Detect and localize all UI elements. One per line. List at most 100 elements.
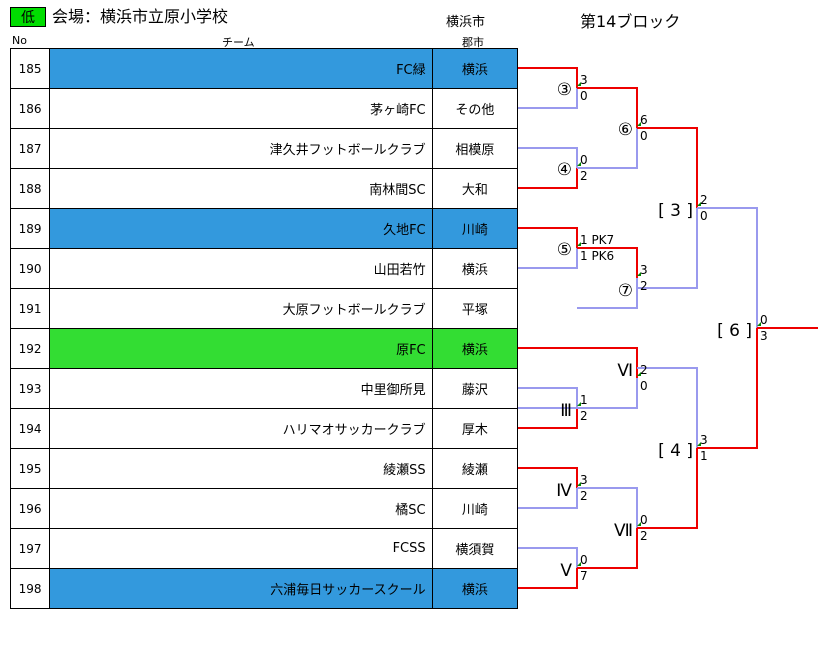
team-city: 厚木 (431, 408, 519, 449)
team-no: 194 (9, 408, 51, 449)
team-city: 平塚 (431, 288, 519, 329)
match-score-top: 1 PK7 (580, 233, 614, 247)
team-name: 南林間SC (49, 168, 433, 209)
team-city: 横浜 (431, 568, 519, 609)
match-label: [ 4 ] (658, 441, 693, 461)
team-name: 中里御所見 (49, 368, 433, 409)
match-score-top: 6 (640, 113, 648, 127)
bracket-line (577, 487, 638, 528)
team-city: 横浜 (431, 328, 519, 369)
match-score-bottom: 2 (580, 169, 588, 183)
bracket-line (637, 127, 698, 208)
score-marker (637, 522, 641, 526)
bracket-line (518, 378, 638, 409)
team-no: 190 (9, 248, 51, 289)
bracket-line (697, 328, 758, 449)
match-score-top: 3 (580, 73, 588, 87)
team-name: 橘SC (49, 488, 433, 529)
match-score-bottom: 2 (580, 409, 588, 423)
match-score-top: 0 (580, 553, 588, 567)
match-score-bottom: 2 (580, 489, 588, 503)
match-score-top: 0 (760, 313, 768, 327)
team-name: 原FC (49, 328, 433, 369)
score-marker (697, 202, 701, 206)
match-score-bottom: 2 (640, 279, 648, 293)
bracket-line (518, 248, 578, 269)
score-marker (577, 242, 581, 246)
score-marker (577, 482, 581, 486)
match-label: Ⅲ (560, 401, 572, 421)
score-marker (757, 322, 761, 326)
team-no: 185 (9, 48, 51, 89)
match-score-top: 0 (580, 153, 588, 167)
match-label: Ⅴ (560, 561, 572, 581)
match-label: ③ (557, 80, 572, 100)
score-marker (577, 562, 581, 566)
match-score-top: 3 (700, 433, 708, 447)
team-city: 横浜 (431, 248, 519, 289)
score-marker (577, 82, 581, 86)
team-no: 198 (9, 568, 51, 609)
team-no: 187 (9, 128, 51, 169)
team-name: 久地FC (49, 208, 433, 249)
bracket-line (637, 367, 698, 448)
team-city: 綾瀬 (431, 448, 519, 489)
bracket-line (518, 488, 578, 509)
team-name: 津久井フットボールクラブ (49, 128, 433, 169)
match-label: ⑥ (618, 120, 633, 140)
bracket-line (697, 207, 758, 328)
match-score-bottom: 0 (580, 89, 588, 103)
match-score-bottom: 2 (640, 529, 648, 543)
score-marker (637, 272, 641, 276)
match-score-top: 3 (580, 473, 588, 487)
match-score-bottom: 0 (640, 379, 648, 393)
score-marker (577, 402, 581, 406)
team-city: 横須賀 (431, 528, 519, 569)
team-no: 188 (9, 168, 51, 209)
match-score-bottom: 7 (580, 569, 588, 583)
match-score-bottom: 1 PK6 (580, 249, 614, 263)
team-no: 191 (9, 288, 51, 329)
match-label: [ 6 ] (717, 321, 752, 341)
bracket-line (637, 208, 698, 289)
match-score-top: 0 (640, 513, 648, 527)
team-no: 186 (9, 88, 51, 129)
match-score-bottom: 0 (640, 129, 648, 143)
match-label: ⑦ (618, 281, 633, 301)
match-score-top: 3 (640, 263, 648, 277)
bracket-line (518, 147, 578, 168)
match-score-bottom: 3 (760, 329, 768, 343)
match-label: [ 3 ] (658, 201, 693, 221)
match-score-top: 2 (700, 193, 708, 207)
team-city: 相模原 (431, 128, 519, 169)
match-label: ⑤ (557, 240, 572, 260)
team-name: 六浦毎日サッカースクール (49, 568, 433, 609)
block-title: 第14ブロック (580, 12, 681, 31)
column-header-city: 郡市 (462, 36, 484, 49)
bracket-line (518, 467, 578, 488)
bracket-line (518, 408, 578, 429)
score-marker (637, 122, 641, 126)
team-no: 189 (9, 208, 51, 249)
column-header-no: No (12, 34, 27, 47)
bracket-line (518, 168, 578, 189)
bracket-line (518, 227, 578, 248)
bracket-line (518, 568, 578, 589)
score-marker (637, 372, 641, 376)
team-name: 綾瀬SS (49, 448, 433, 489)
team-name: 茅ヶ崎FC (49, 88, 433, 129)
match-label: ④ (557, 160, 572, 180)
match-score-top: 1 (580, 393, 588, 407)
match-score-bottom: 0 (700, 209, 708, 223)
match-label: Ⅳ (556, 481, 572, 501)
bracket-line (518, 88, 578, 109)
